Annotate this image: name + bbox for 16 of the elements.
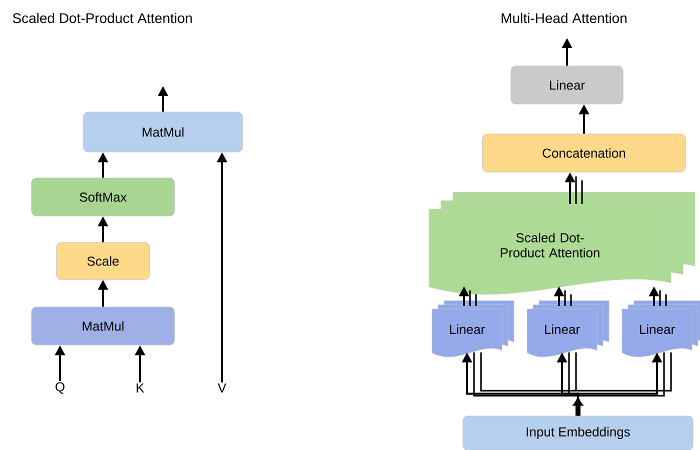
linear-layer-stack: Linear [432,300,514,358]
operation-box: Concatenation [482,134,686,172]
linear-layer-stack: Linear [622,300,700,358]
input-label: V [218,384,226,392]
output-box: Linear [510,66,624,104]
panel-title: Multi-Head Attention [502,12,626,24]
attention-layer-stack: Scaled Dot-Product Attention [428,192,696,295]
panel-title: Scaled Dot-Product Attention [12,12,192,24]
operation-box: Scale [56,242,150,280]
operation-box: MatMul [31,306,175,346]
input-label: Q [56,382,64,394]
operation-box: MatMul [83,112,243,152]
operation-box: SoftMax [31,178,175,216]
input-box: Input Embeddings [462,416,694,450]
input-label: K [136,384,144,392]
linear-layer-stack: Linear [526,300,610,358]
